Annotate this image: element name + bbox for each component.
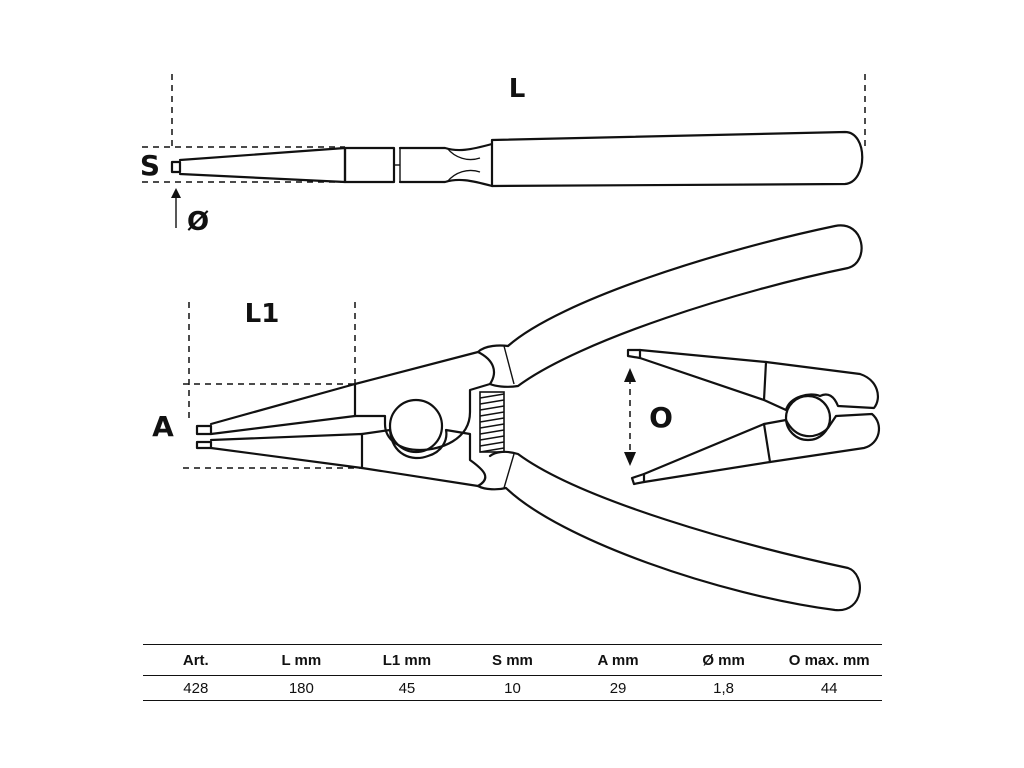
- label-a: A: [152, 410, 174, 443]
- label-l: L: [509, 74, 526, 104]
- label-s: S: [140, 149, 160, 182]
- header-o: O max. mm: [776, 644, 882, 676]
- detail-lower-head: [762, 412, 881, 464]
- side-tip: [170, 160, 182, 174]
- header-a: A mm: [565, 644, 671, 676]
- detail-lower-tip: [630, 472, 646, 486]
- header-s: S mm: [459, 644, 566, 676]
- front-view: L1 A: [152, 224, 863, 612]
- spec-table-header-row: Art. L mm L1 mm S mm A mm Ø mm O max. mm: [143, 644, 882, 676]
- side-jaw: [178, 146, 347, 184]
- upper-jaw: [209, 382, 357, 436]
- side-handle: [490, 130, 864, 188]
- pivot: [388, 398, 444, 454]
- side-view: L S Ø: [140, 74, 866, 237]
- spring: [479, 391, 505, 453]
- label-diameter: Ø: [187, 207, 209, 237]
- cell-a: 29: [565, 675, 671, 701]
- detail-upper-tip: [626, 348, 642, 360]
- cell-s: 10: [459, 675, 566, 701]
- side-neck: [398, 142, 494, 188]
- lower-tip: [195, 440, 213, 450]
- side-joint: [343, 146, 396, 184]
- lower-jaw: [209, 432, 364, 470]
- header-art: Art.: [143, 644, 249, 676]
- detail-upper-jaw: [638, 348, 768, 402]
- label-o: O: [649, 401, 673, 434]
- spec-table: Art. L mm L1 mm S mm A mm Ø mm O max. mm…: [143, 644, 882, 701]
- upper-handle: [476, 224, 863, 388]
- cell-l: 180: [248, 675, 355, 701]
- header-l: L mm: [248, 644, 355, 676]
- detail-lower-jaw: [642, 422, 772, 484]
- pliers-technical-drawing: L S Ø L1 A: [140, 74, 881, 612]
- cell-o: 44: [776, 675, 882, 701]
- lower-handle: [476, 450, 861, 612]
- detail-upper-head: [762, 360, 879, 412]
- header-l1: L1 mm: [354, 644, 460, 676]
- table-row: 428 180 45 10 29 1,8 44: [143, 675, 882, 701]
- label-l1: L1: [245, 299, 280, 329]
- header-diameter: Ø mm: [670, 644, 777, 676]
- open-tip-detail: O: [624, 348, 881, 486]
- cell-art: 428: [143, 675, 249, 701]
- upper-tip: [195, 424, 213, 436]
- detail-pivot: [784, 394, 832, 442]
- lower-jaw-head: [360, 428, 487, 488]
- cell-diameter: 1,8: [670, 675, 777, 701]
- cell-l1: 45: [354, 675, 460, 701]
